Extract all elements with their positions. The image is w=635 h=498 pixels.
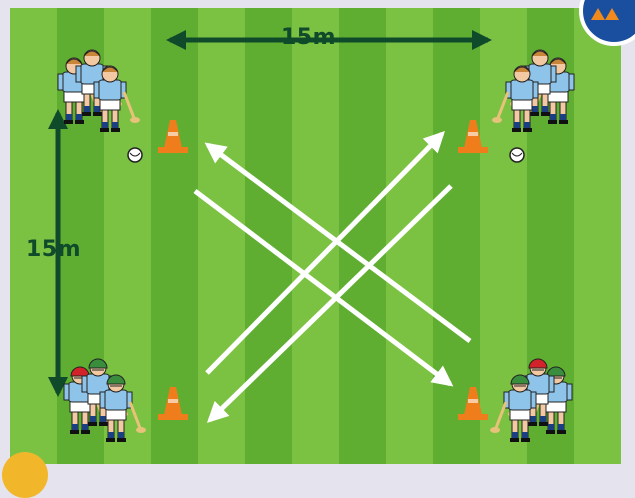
triangle-icon (591, 8, 605, 20)
cone-icon (158, 387, 188, 420)
ball-icon (509, 147, 525, 163)
vertical-distance-label: 15m (26, 237, 82, 262)
grass-stripe (574, 8, 621, 464)
ball-icon (127, 147, 143, 163)
cone-icon (158, 120, 188, 153)
pass-arrows (193, 131, 472, 423)
horizontal-distance-label: 15m (281, 25, 337, 50)
player (93, 65, 140, 132)
player (99, 374, 146, 442)
player-group-top-right (492, 49, 575, 132)
player (492, 65, 539, 132)
grass-stripe (386, 8, 434, 464)
cone-icon (458, 387, 488, 420)
pass-arrow (193, 189, 454, 387)
pass-arrow (205, 131, 445, 375)
players (57, 49, 575, 442)
cone-icon (458, 120, 488, 153)
grass-stripe (10, 8, 58, 464)
player (490, 374, 537, 442)
cones (158, 120, 488, 420)
player-group-top-left (57, 49, 140, 132)
balls (127, 147, 525, 163)
triangle-icon (605, 8, 619, 20)
pass-arrow (204, 142, 472, 344)
player-group-bottom-right (490, 358, 573, 442)
corner-badge (2, 452, 48, 498)
grass-stripe (198, 8, 246, 464)
pass-arrow (206, 184, 453, 423)
grass-stripe (339, 8, 387, 464)
pitch (10, 8, 621, 464)
player-group-bottom-left (63, 358, 146, 442)
